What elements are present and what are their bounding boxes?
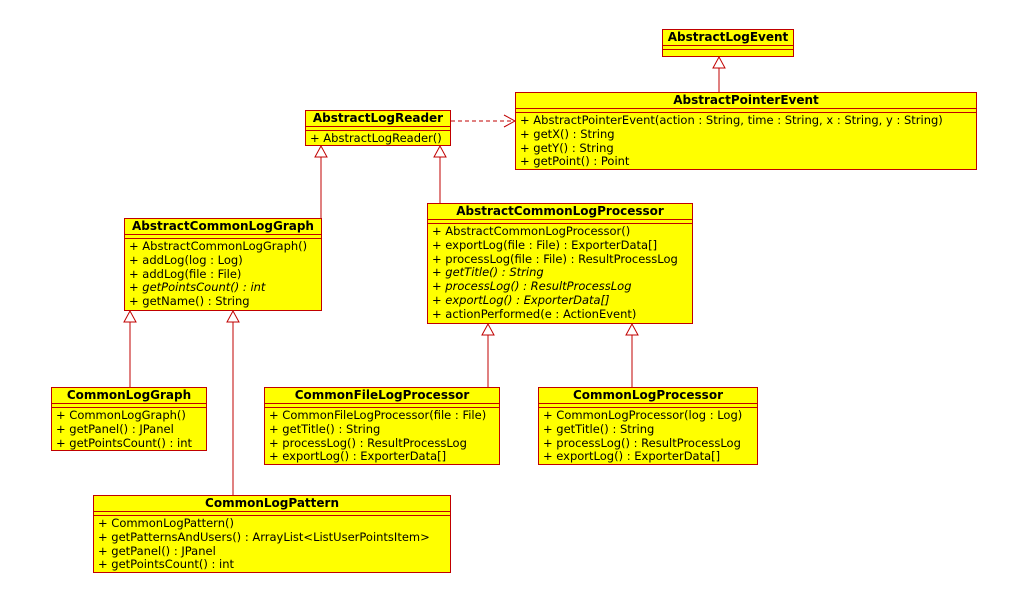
generalization-common-log-graph-to-abstract — [123, 309, 137, 387]
attributes-compartment — [516, 109, 976, 113]
abstract-operation: + getTitle() : String — [432, 265, 544, 280]
operation: + processLog(file : File) : ResultProces… — [432, 251, 678, 266]
class-abstract-common-log-graph[interactable]: AbstractCommonLogGraph + AbstractCommonL… — [124, 218, 322, 311]
operation: + getX() : String — [520, 126, 615, 141]
class-name: CommonLogGraph — [52, 388, 206, 404]
operation: + getPatternsAndUsers() : ArrayList<List… — [98, 529, 430, 544]
class-abstract-log-event[interactable]: AbstractLogEvent — [662, 29, 794, 57]
class-common-log-pattern[interactable]: CommonLogPattern + CommonLogPattern() + … — [93, 495, 451, 573]
operation: + getPointsCount() : int — [56, 435, 193, 450]
attributes-compartment — [539, 404, 757, 408]
operation: + AbstractPointerEvent(action : String, … — [520, 113, 943, 127]
class-name: AbstractLogReader — [306, 111, 450, 127]
class-common-log-processor[interactable]: CommonLogProcessor + CommonLogProcessor(… — [538, 387, 758, 465]
abstract-operation: + getPointsCount() : int — [129, 280, 266, 295]
operation: + AbstractLogReader() — [310, 131, 442, 145]
operation: + AbstractCommonLogProcessor() — [432, 224, 631, 238]
operation: + AbstractCommonLogGraph() — [129, 239, 308, 253]
attributes-compartment — [428, 220, 692, 224]
attributes-compartment — [265, 404, 499, 408]
class-name: AbstractCommonLogProcessor — [428, 204, 692, 220]
dependency-log-reader-to-pointer-event — [451, 114, 517, 128]
generalization-common-log-pattern-to-abstract — [226, 309, 240, 495]
class-abstract-log-reader[interactable]: AbstractLogReader + AbstractLogReader() — [305, 110, 451, 146]
class-name: AbstractPointerEvent — [516, 93, 976, 109]
operation: + getPointsCount() : int — [98, 557, 235, 572]
operations-compartment: + CommonLogGraph() + getPanel() : JPanel… — [52, 408, 206, 450]
operation: + CommonLogGraph() — [56, 408, 186, 422]
class-name: AbstractLogEvent — [663, 30, 793, 46]
class-name: CommonLogProcessor — [539, 388, 757, 404]
generalization-file-log-processor-to-abstract — [481, 322, 495, 387]
class-common-log-graph[interactable]: CommonLogGraph + CommonLogGraph() + getP… — [51, 387, 207, 451]
class-name: AbstractCommonLogGraph — [125, 219, 321, 235]
class-abstract-common-log-processor[interactable]: AbstractCommonLogProcessor + AbstractCom… — [427, 203, 693, 324]
abstract-operation: + processLog() : ResultProcessLog — [432, 279, 632, 294]
attributes-compartment — [94, 512, 450, 516]
attributes-compartment — [52, 404, 206, 408]
operation: + CommonFileLogProcessor(file : File) — [269, 408, 487, 422]
attributes-compartment — [663, 46, 793, 50]
operation: + getPanel() : JPanel — [98, 543, 216, 558]
operation: + exportLog() : ExporterData[] — [269, 449, 447, 464]
class-name: CommonFileLogProcessor — [265, 388, 499, 404]
operation: + CommonLogProcessor(log : Log) — [543, 408, 743, 422]
attributes-compartment — [306, 127, 450, 131]
generalization-log-processor-to-log-reader — [433, 144, 447, 203]
operations-compartment: + AbstractPointerEvent(action : String, … — [516, 113, 976, 169]
operations-compartment: + CommonLogProcessor(log : Log) + getTit… — [539, 408, 757, 464]
operations-compartment: + AbstractLogReader() — [306, 131, 450, 146]
attributes-compartment — [125, 235, 321, 239]
operation: + getName() : String — [129, 294, 250, 309]
operation: + exportLog() : ExporterData[] — [543, 449, 721, 464]
operation: + exportLog(file : File) : ExporterData[… — [432, 237, 658, 252]
abstract-operation: + exportLog() : ExporterData[] — [432, 292, 610, 307]
operation: + getPanel() : JPanel — [56, 421, 174, 436]
class-common-file-log-processor[interactable]: CommonFileLogProcessor + CommonFileLogPr… — [264, 387, 500, 465]
operation: + processLog() : ResultProcessLog — [543, 435, 741, 450]
operation: + addLog(log : Log) — [129, 252, 243, 267]
operation: + getPoint() : Point — [520, 154, 630, 169]
operation: + CommonLogPattern() — [98, 516, 234, 530]
operations-compartment: + AbstractCommonLogGraph() + addLog(log … — [125, 239, 321, 309]
generalization-pointer-event-to-log-event — [712, 55, 726, 92]
generalization-log-processor-to-abstract — [625, 322, 639, 387]
operation: + addLog(file : File) — [129, 266, 242, 281]
operations-compartment: + CommonLogPattern() + getPatternsAndUse… — [94, 516, 450, 572]
operations-compartment: + CommonFileLogProcessor(file : File) + … — [265, 408, 499, 464]
class-abstract-pointer-event[interactable]: AbstractPointerEvent + AbstractPointerEv… — [515, 92, 977, 170]
class-name: CommonLogPattern — [94, 496, 450, 512]
operation: + getTitle() : String — [543, 421, 655, 436]
operation: + actionPerformed(e : ActionEvent) — [432, 306, 637, 321]
operations-compartment: + AbstractCommonLogProcessor() + exportL… — [428, 224, 692, 322]
operation: + processLog() : ResultProcessLog — [269, 435, 467, 450]
generalization-log-graph-to-log-reader — [314, 144, 328, 218]
operation: + getTitle() : String — [269, 421, 381, 436]
operations-compartment — [663, 50, 793, 51]
operation: + getY() : String — [520, 140, 614, 155]
